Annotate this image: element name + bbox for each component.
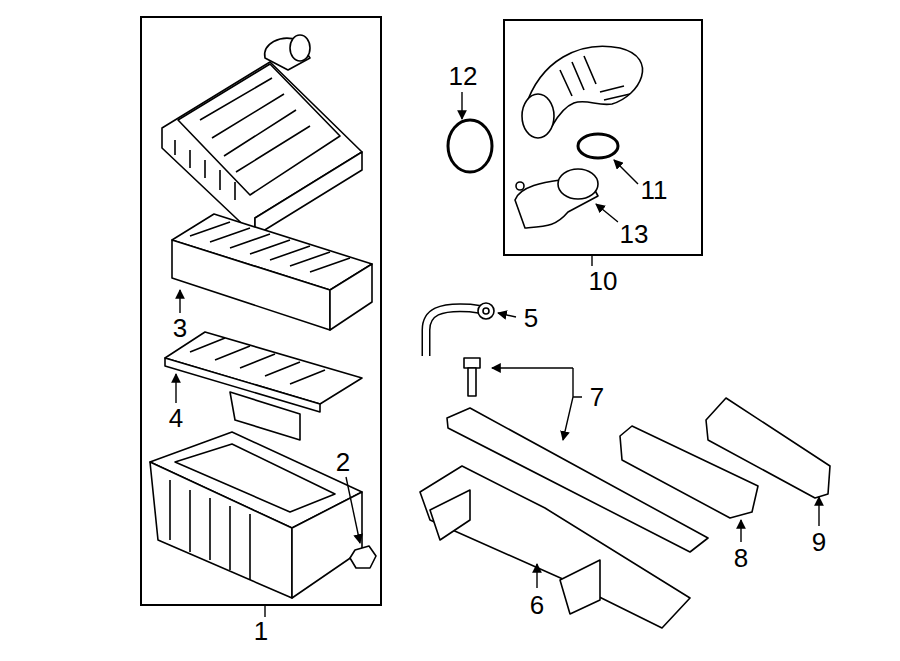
group-box: 1 (140, 16, 382, 606)
inlet-hose (522, 46, 643, 138)
air-cleaner-lid (162, 35, 362, 236)
filter-tray (165, 332, 362, 440)
leader-line (596, 204, 618, 222)
callout-number: 11 (640, 176, 669, 204)
leader-line (492, 367, 573, 368)
leader-line (818, 497, 819, 526)
leader-line (563, 368, 582, 440)
callout-number: 10 (505, 266, 701, 296)
leader-line (264, 606, 265, 617)
leader-line (614, 160, 638, 184)
callout-number: 9 (811, 528, 827, 556)
callout-number: 12 (448, 62, 479, 90)
callout-number: 3 (172, 314, 188, 342)
bolt (464, 358, 480, 396)
group-box: 10 (503, 19, 703, 256)
hose-clamp (578, 134, 618, 158)
air-cleaner-housing (150, 432, 376, 598)
callout-number: 6 (529, 591, 545, 619)
callout-number: 1 (142, 616, 380, 646)
leader-line (179, 290, 180, 313)
leader-line (346, 477, 360, 543)
leader-line (591, 256, 592, 266)
hose-clamp (448, 120, 492, 172)
callout-number: 5 (523, 304, 539, 332)
leader-line (461, 92, 462, 119)
nut (350, 546, 376, 568)
callout-number: 7 (589, 383, 605, 411)
leader-lines (176, 92, 819, 617)
leader-line (536, 564, 537, 588)
breather-tube (426, 303, 494, 356)
intake-duct (420, 466, 690, 628)
leader-line (498, 313, 516, 317)
leader-line (175, 374, 176, 403)
air-inlet (706, 398, 830, 498)
air-filter (172, 214, 372, 330)
callout-number: 13 (619, 220, 650, 248)
callout-number: 8 (733, 544, 749, 572)
callout-number: 4 (168, 404, 184, 432)
intake-elbow (515, 169, 598, 228)
leader-line (740, 520, 741, 542)
callout-number: 2 (335, 448, 351, 476)
